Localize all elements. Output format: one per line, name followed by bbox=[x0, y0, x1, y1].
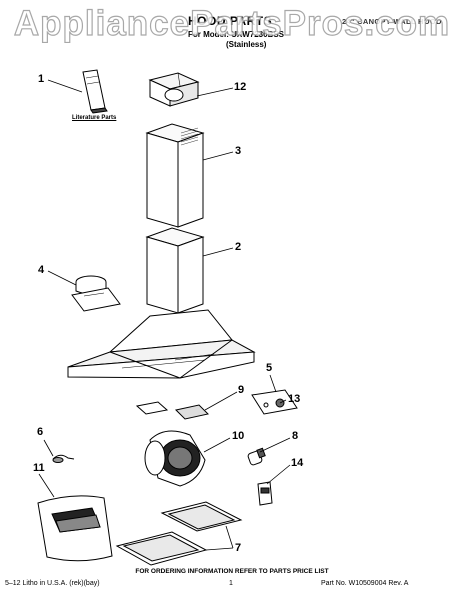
callout-6: 6 bbox=[37, 426, 44, 438]
callout-3: 3 bbox=[235, 145, 242, 157]
callout-10: 10 bbox=[232, 430, 245, 442]
variant-label: (Stainless) bbox=[226, 40, 267, 49]
litho-info: 5–12 Litho in U.S.A. (rek)(bay) bbox=[5, 580, 100, 587]
ordering-info: FOR ORDERING INFORMATION REFER TO PARTS … bbox=[135, 568, 329, 575]
callout-12: 12 bbox=[234, 81, 247, 93]
page-title: HOOD PARTS bbox=[188, 14, 273, 28]
mounting-bracket-part-4 bbox=[71, 275, 121, 312]
hood-canopy bbox=[67, 309, 256, 379]
lower-chimney-part-2 bbox=[145, 227, 205, 314]
literature-parts-label: Literature Parts bbox=[72, 115, 117, 121]
callout-7: 7 bbox=[235, 542, 242, 554]
callout-2: 2 bbox=[235, 241, 242, 253]
part-number: Part No. W10509004 Rev. A bbox=[321, 580, 409, 587]
literature-part-1 bbox=[82, 69, 108, 114]
callout-9: 9 bbox=[238, 384, 245, 396]
callout-4: 4 bbox=[38, 264, 45, 276]
page-number: 1 bbox=[229, 580, 233, 587]
blower-part-10 bbox=[144, 430, 206, 487]
callout-1: 1 bbox=[38, 73, 45, 85]
lights-part-9 bbox=[135, 401, 210, 420]
callout-5: 5 bbox=[266, 362, 273, 374]
callout-14: 14 bbox=[291, 457, 304, 469]
callout-13: 13 bbox=[288, 393, 301, 405]
upper-chimney-part-3 bbox=[145, 123, 205, 228]
product-description: 24" CANOPY WALL HOOD bbox=[342, 17, 442, 26]
callout-8: 8 bbox=[292, 430, 299, 442]
filter-kit-part-11 bbox=[37, 495, 113, 562]
control-part-5-13 bbox=[251, 389, 298, 415]
watermark: AppliancePartsPros.com bbox=[13, 3, 451, 43]
small-part-6 bbox=[52, 454, 75, 463]
model-label: For Model: UXW7230BSS bbox=[188, 30, 285, 39]
damper-part-12 bbox=[148, 72, 200, 107]
grease-filters-part-7 bbox=[115, 501, 243, 566]
callout-11: 11 bbox=[33, 462, 45, 474]
switch-part-14 bbox=[257, 481, 273, 506]
